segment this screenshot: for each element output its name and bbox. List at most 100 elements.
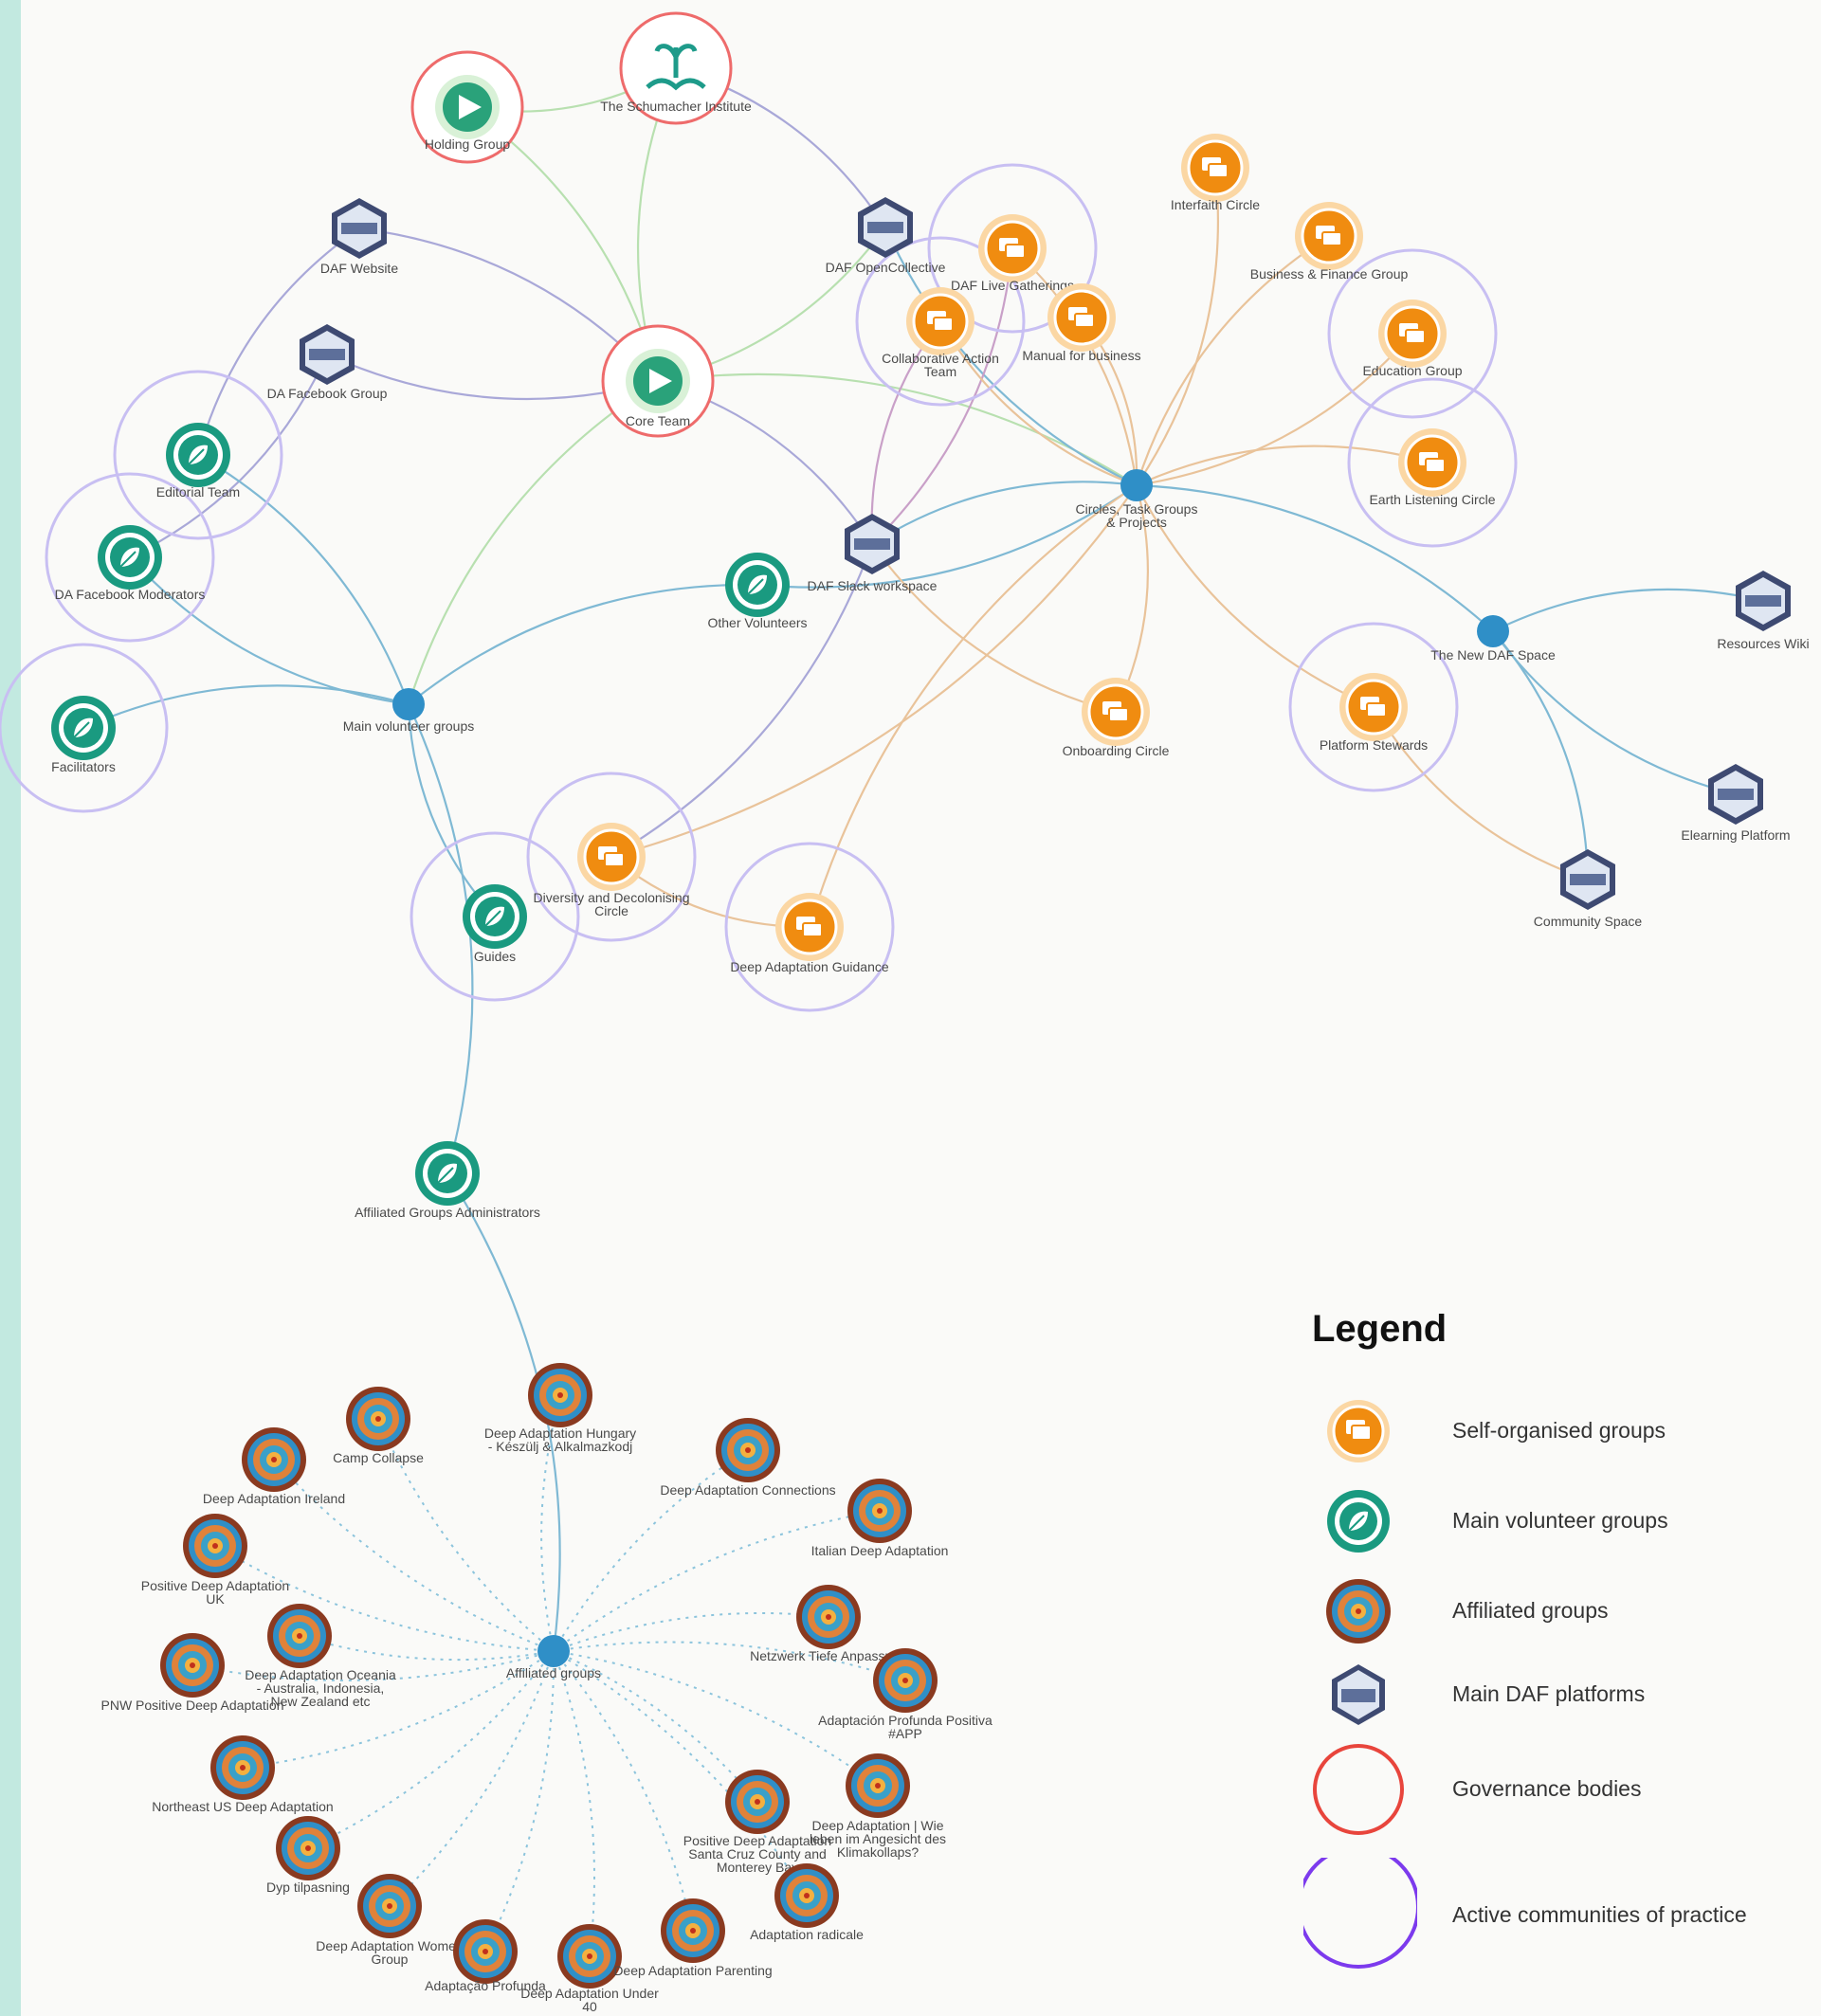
node-label-line: Adaptación Profunda Positiva bbox=[818, 1713, 992, 1728]
chat-bubble-front bbox=[604, 852, 625, 867]
node-adaptacao[interactable]: Adaptação Profunda bbox=[425, 1919, 546, 1993]
node-label-mainvol: Main volunteer groups bbox=[343, 718, 475, 734]
node-reswiki[interactable]: Resources Wiki bbox=[1717, 571, 1810, 651]
node-pnw[interactable]: PNW Positive Deep Adaptation bbox=[101, 1633, 284, 1713]
node-label-reswiki: Resources Wiki bbox=[1717, 636, 1809, 651]
node-platstew[interactable]: Platform Stewards bbox=[1320, 673, 1428, 753]
chat-bubble-front bbox=[1405, 329, 1426, 344]
node-label-line: Interfaith Circle bbox=[1171, 197, 1260, 212]
node-app[interactable]: Adaptación Profunda Positiva#APP bbox=[818, 1648, 992, 1741]
node-label-line: Deep Adaptation Ireland bbox=[203, 1491, 345, 1506]
node-netzwerk[interactable]: Netzwerk Tiefe Anpassung bbox=[750, 1585, 907, 1663]
node-italian[interactable]: Italian Deep Adaptation bbox=[811, 1479, 949, 1558]
node-earth[interactable]: Earth Listening Circle bbox=[1369, 428, 1496, 507]
edge-affiliated-hungary bbox=[540, 1394, 561, 1652]
node-guides[interactable]: Guides bbox=[463, 884, 527, 964]
node-affhub[interactable]: Affiliated groups bbox=[506, 1635, 601, 1680]
node-core[interactable]: Core Team bbox=[601, 324, 715, 438]
edge-slack-diversity bbox=[610, 543, 874, 858]
node-opencol[interactable]: DAF OpenCollective bbox=[826, 197, 946, 275]
node-camp[interactable]: Camp Collapse bbox=[333, 1387, 424, 1465]
community-ring-facil bbox=[0, 643, 169, 813]
node-label-slack: DAF Slack workspace bbox=[808, 578, 938, 593]
node-bizfin[interactable]: Business & Finance Group bbox=[1250, 202, 1409, 282]
edge-affiliated-connections bbox=[553, 1449, 749, 1652]
node-othervol[interactable]: Other Volunteers bbox=[707, 553, 808, 630]
logo-wave bbox=[646, 78, 706, 91]
node-facil[interactable]: Facilitators bbox=[51, 696, 116, 774]
node-label-line: 40 bbox=[582, 1999, 597, 2014]
edge-circles-platstew bbox=[1136, 484, 1375, 709]
hub-dot bbox=[537, 1635, 570, 1667]
node-education[interactable]: Education Group bbox=[1362, 300, 1463, 378]
left-edge-strip bbox=[0, 0, 21, 2016]
node-label-parenting: Deep Adaptation Parenting bbox=[613, 1963, 772, 1978]
node-label-earth: Earth Listening Circle bbox=[1369, 492, 1495, 507]
platform-icon-banner bbox=[309, 349, 345, 360]
node-radicale[interactable]: Adaptation radicale bbox=[750, 1863, 864, 1942]
edge-circles-earth bbox=[1136, 445, 1433, 487]
node-mainvol[interactable]: Main volunteer groups bbox=[343, 688, 475, 734]
node-label-ireland: Deep Adaptation Ireland bbox=[203, 1491, 345, 1506]
node-manual[interactable]: Manual for business bbox=[1022, 283, 1141, 363]
node-label-line: leben im Angesicht des bbox=[810, 1831, 946, 1846]
edge-circles-collab bbox=[939, 320, 1138, 487]
node-editorial[interactable]: Editorial Team bbox=[156, 423, 240, 499]
node-elearn[interactable]: Elearning Platform bbox=[1681, 764, 1791, 843]
node-slack[interactable]: DAF Slack workspace bbox=[808, 514, 938, 593]
node-dyp[interactable]: Dyp tilpasning bbox=[266, 1816, 350, 1895]
node-label-line: Deep Adaptation Women bbox=[316, 1938, 463, 1953]
node-oceania[interactable]: Deep Adaptation Oceania- Australia, Indo… bbox=[245, 1604, 396, 1709]
node-label-line: Onboarding Circle bbox=[1063, 743, 1170, 758]
node-northeast[interactable]: Northeast US Deep Adaptation bbox=[152, 1735, 334, 1814]
node-parenting[interactable]: Deep Adaptation Parenting bbox=[613, 1898, 773, 1978]
node-dafb[interactable]: DA Facebook Group bbox=[267, 324, 388, 401]
node-label-line: - Australia, Indonesia, bbox=[257, 1680, 385, 1696]
node-label-camp: Camp Collapse bbox=[333, 1450, 424, 1465]
node-label-line: Deep Adaptation Connections bbox=[660, 1482, 835, 1498]
node-live[interactable]: DAF Live Gatherings bbox=[951, 214, 1074, 293]
node-interfaith[interactable]: Interfaith Circle bbox=[1171, 134, 1260, 212]
edge-dafb-fbmods bbox=[129, 354, 329, 558]
node-dafweb[interactable]: DAF Website bbox=[320, 198, 398, 276]
node-label-line: DAF Website bbox=[320, 261, 398, 276]
community-ring-icon bbox=[1303, 1858, 1417, 1969]
node-label-line: Circles, Task Groups bbox=[1076, 501, 1198, 517]
mandala-center bbox=[271, 1457, 277, 1462]
node-affadmin[interactable]: Affiliated Groups Administrators bbox=[355, 1141, 540, 1220]
node-circles[interactable]: Circles, Task Groups& Projects bbox=[1076, 469, 1198, 530]
edge-circles-interfaith bbox=[1136, 167, 1220, 486]
node-commspace[interactable]: Community Space bbox=[1534, 849, 1643, 929]
node-ireland[interactable]: Deep Adaptation Ireland bbox=[203, 1427, 345, 1506]
node-hungary[interactable]: Deep Adaptation Hungary- Készülj & Alkal… bbox=[484, 1363, 636, 1454]
node-label-line: The Schumacher Institute bbox=[600, 99, 752, 114]
node-connections[interactable]: Deep Adaptation Connections bbox=[660, 1418, 836, 1498]
node-label-line: Business & Finance Group bbox=[1250, 266, 1409, 282]
edge-mainvol-fbmods bbox=[129, 556, 410, 706]
node-label-opencol: DAF OpenCollective bbox=[826, 260, 946, 275]
edge-mainvol-editorial bbox=[197, 454, 410, 705]
node-label-affhub: Affiliated groups bbox=[506, 1665, 601, 1680]
edge-affiliated-northeast bbox=[242, 1650, 555, 1769]
node-onboard[interactable]: Onboarding Circle bbox=[1063, 678, 1170, 758]
node-newdaf[interactable]: The New DAF Space bbox=[1430, 615, 1556, 663]
node-daguid[interactable]: Deep Adaptation Guidance bbox=[730, 893, 889, 974]
node-label-line: Deep Adaptation Guidance bbox=[730, 959, 889, 974]
edge-affiliated-adaptacao bbox=[484, 1650, 555, 1952]
mandala-center bbox=[755, 1799, 760, 1805]
node-label-line: Main volunteer groups bbox=[343, 718, 475, 734]
node-fbmods[interactable]: DA Facebook Moderators bbox=[55, 525, 206, 602]
node-schumacher[interactable]: The Schumacher Institute bbox=[600, 11, 752, 125]
node-holding[interactable]: Holding Group bbox=[410, 50, 524, 164]
